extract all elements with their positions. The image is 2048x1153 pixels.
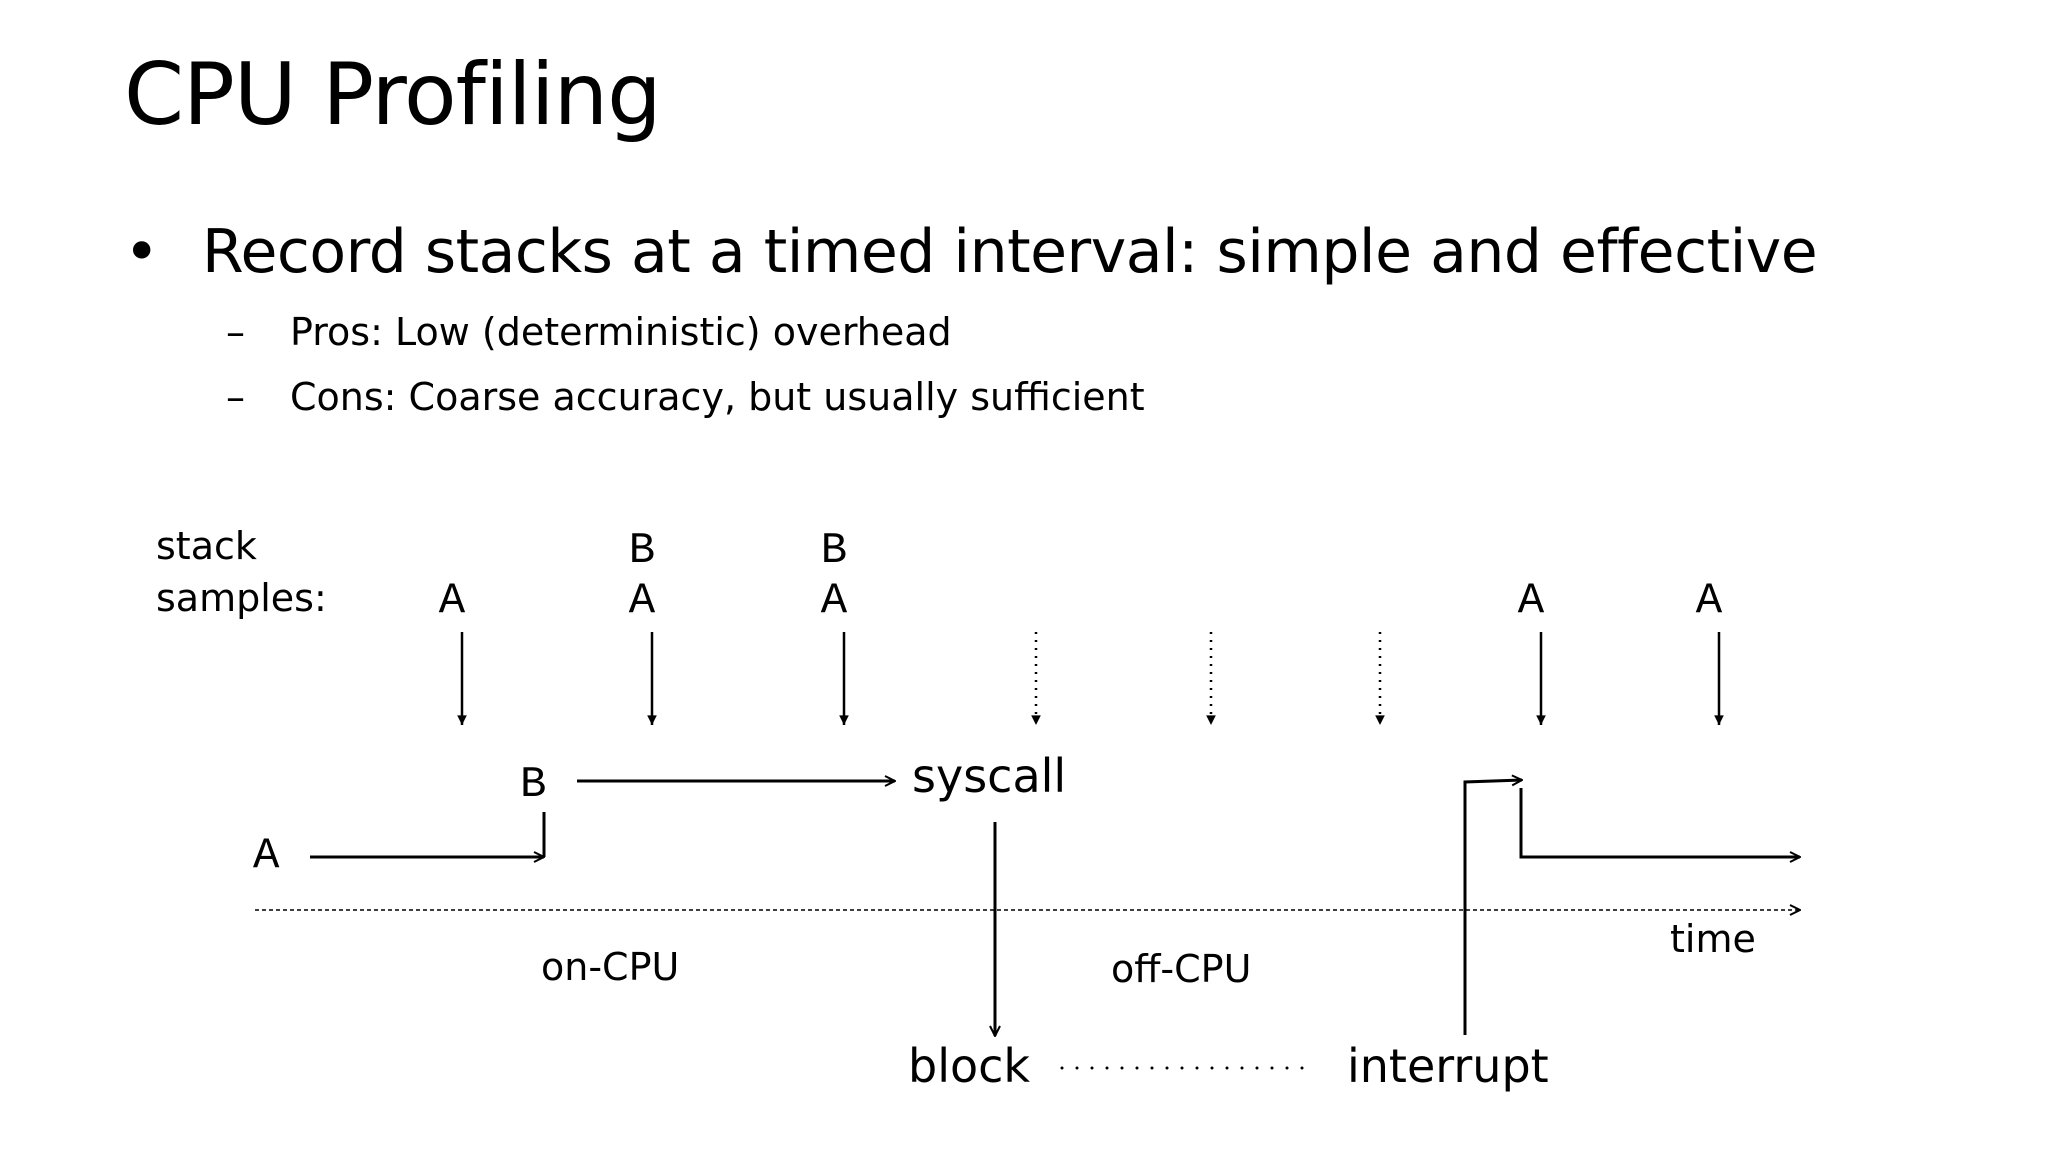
sub-bullet-text: Pros: Low (deterministic) overhead [290, 310, 952, 354]
slide-title: CPU Profiling [124, 45, 662, 145]
syscall-label: syscall [912, 749, 1066, 803]
time-label: time [1670, 917, 1756, 961]
function-a-label: A [253, 831, 280, 881]
stack-frame: B [629, 526, 655, 576]
stack-frame: A [439, 576, 466, 626]
resume-a-arrow [1519, 788, 1800, 857]
bullet-text: Record stacks at a timed interval: simpl… [202, 217, 1818, 287]
stack-sample: A [1518, 576, 1546, 725]
stack-frame: A [1696, 576, 1723, 626]
function-b-label: B [520, 760, 546, 810]
stack-sample: BA [821, 526, 849, 725]
on-cpu-label: on-CPU [541, 945, 679, 989]
sub-bullet-text: Cons: Coarse accuracy, but usually suffi… [290, 375, 1145, 419]
stack-sample: A [439, 576, 467, 725]
interrupt-label: interrupt [1347, 1039, 1549, 1093]
stack-label-line1: stack [156, 524, 257, 568]
stack-frame: A [629, 576, 656, 626]
stack-sample: A [1696, 576, 1724, 725]
stack-frame: B [821, 526, 847, 576]
sub-bullet-marker: – [226, 375, 245, 419]
off-cpu-label: off-CPU [1111, 947, 1251, 991]
bullet-marker: • [124, 217, 160, 287]
stack-frame: A [1518, 576, 1545, 626]
wakeup-arrow [1463, 780, 1522, 1035]
stack-label-line2: samples: [156, 576, 327, 620]
block-label: block [908, 1039, 1030, 1093]
stack-frame: A [821, 576, 848, 626]
stack-sample: BA [629, 526, 657, 725]
sub-bullet-marker: – [226, 310, 245, 354]
